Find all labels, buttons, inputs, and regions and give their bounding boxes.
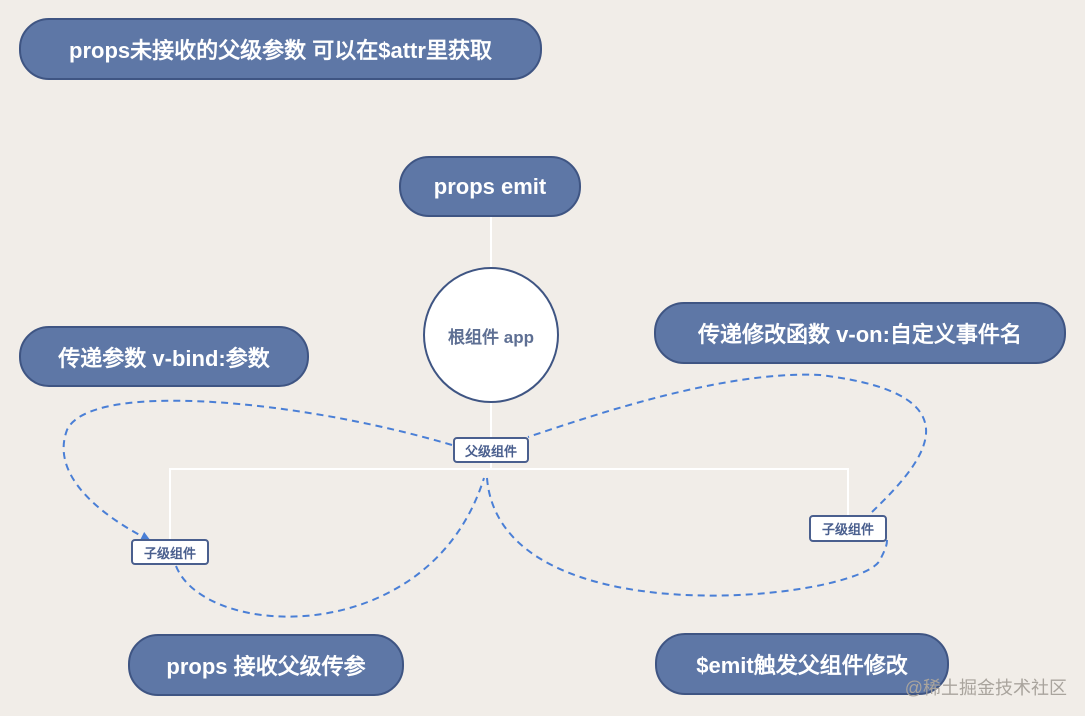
- right-child-component-tag: 子级组件: [809, 515, 887, 542]
- pass-params-box: 传递参数 v-bind:参数: [19, 326, 309, 387]
- dashed-flow: [62, 373, 928, 618]
- props-emit-box: props emit: [399, 156, 581, 217]
- tree-lines: [169, 216, 849, 540]
- watermark-text: @稀土掘金技术社区: [904, 678, 1067, 698]
- dashed-arrow-parent-to-left-child: [62, 399, 453, 541]
- pass-handler-box: 传递修改函数 v-on:自定义事件名: [654, 302, 1066, 364]
- dashed-loop-left-child-to-parent: [175, 477, 485, 618]
- line-branch-right: [491, 468, 849, 516]
- root-app-node: 根组件 app: [423, 267, 559, 403]
- line-branch-left: [169, 468, 491, 540]
- attr-note-box: props未接收的父级参数 可以在$attr里获取: [19, 18, 542, 80]
- left-child-component-tag: 子级组件: [131, 539, 209, 565]
- props-receive-box: props 接收父级传参: [128, 634, 404, 696]
- parent-component-tag: 父级组件: [453, 437, 529, 463]
- emit-trigger-box: $emit触发父组件修改: [655, 633, 949, 695]
- dashed-loop-right-child-to-parent: [527, 373, 928, 513]
